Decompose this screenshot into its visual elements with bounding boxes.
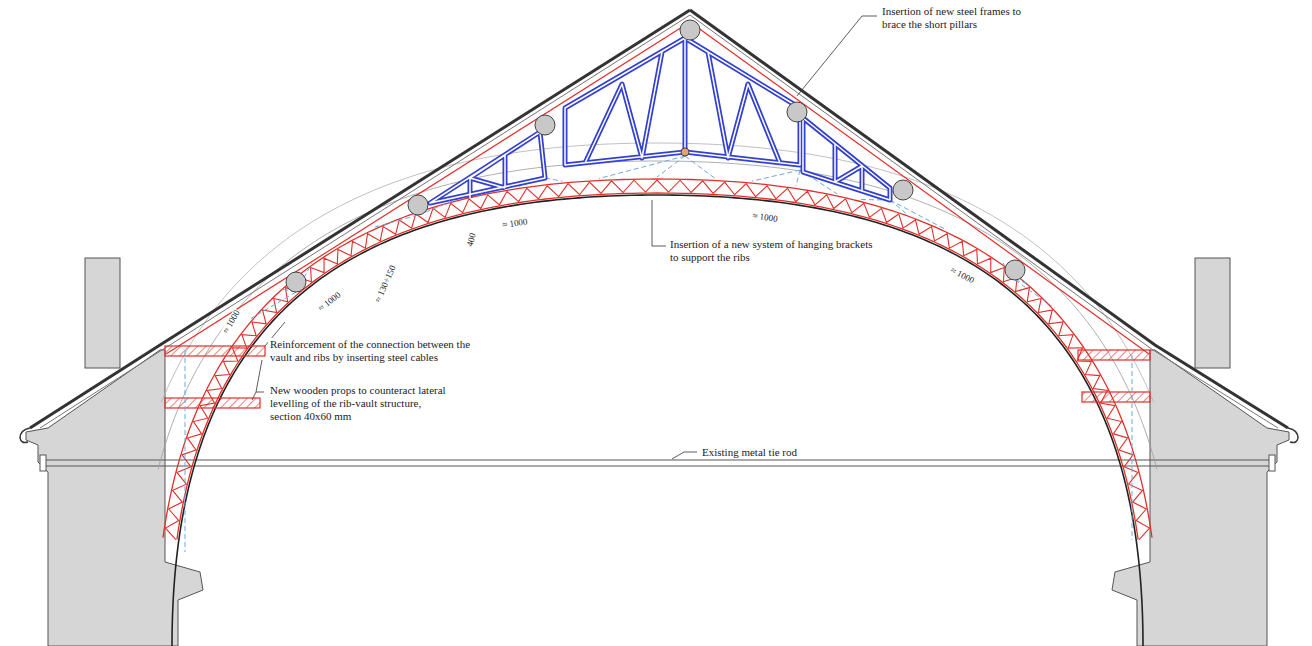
steel-frame <box>803 118 890 200</box>
dimension-label: ≈ 1000 <box>948 265 977 287</box>
leader-line <box>672 452 697 459</box>
hanger-line <box>890 200 947 230</box>
hanger-line <box>1132 355 1133 540</box>
masonry-wall <box>1195 258 1230 368</box>
hanger-line <box>374 215 418 227</box>
tie-rod <box>40 455 46 471</box>
annotation-note: Reinforcement of the connection between … <box>268 338 487 364</box>
annotation-note: Insertion of a new system of hanging bra… <box>668 238 877 264</box>
purlin-section <box>286 20 1025 292</box>
rib-outline <box>158 161 1157 469</box>
hanger-line <box>796 170 800 186</box>
masonry-wall <box>85 258 120 368</box>
wooden-prop <box>1082 392 1150 402</box>
steel-frame <box>565 38 800 165</box>
steel-frame <box>430 132 545 203</box>
masonry-wall <box>26 350 203 646</box>
leader-line <box>252 16 877 459</box>
hanger-line <box>545 178 562 181</box>
roof-structure <box>690 10 1288 428</box>
wooden-prop <box>1078 350 1150 360</box>
cable-band <box>177 193 1138 540</box>
vault-intrados <box>172 195 1143 646</box>
roof-structure <box>690 15 1278 428</box>
hanger-line <box>251 292 296 318</box>
annotation-note: Existing metal tie rod <box>700 446 799 459</box>
hanger-line <box>657 156 685 177</box>
purlin-section <box>1005 260 1025 280</box>
tie-rod <box>1269 455 1275 471</box>
cable-band <box>163 179 1152 538</box>
roof-structure <box>166 22 690 354</box>
steel-frame <box>430 38 890 203</box>
purlin-section <box>535 115 555 135</box>
tie-rod <box>45 460 1272 461</box>
purlin-section <box>680 20 700 40</box>
hanging-bracket <box>185 156 1132 552</box>
dimension-label: ≈ 1000 <box>501 217 529 231</box>
hanger-line <box>685 156 715 178</box>
leader-line <box>797 16 877 96</box>
leader-line <box>252 392 256 400</box>
roof-structure <box>1288 428 1298 443</box>
steel-frame <box>430 132 545 203</box>
roof-structure <box>690 22 1149 354</box>
purlin-section <box>787 102 807 122</box>
roof-structure <box>20 10 1298 443</box>
annotation-note: Insertion of new steel frames to brace t… <box>880 5 1049 31</box>
annotation-note: New wooden props to counteract lateral l… <box>268 384 452 424</box>
dimension-label: ≈ 130÷150 <box>373 263 399 305</box>
purlin-section <box>286 272 306 292</box>
steel-frame <box>565 38 800 165</box>
steel-frame <box>430 38 890 203</box>
roof-structure <box>30 10 690 428</box>
tie-rod <box>40 455 1275 471</box>
hanger-line <box>890 200 906 213</box>
rib-outline <box>161 143 1153 402</box>
purlin-section <box>893 180 913 200</box>
purlin-section <box>681 148 689 156</box>
steel-frame <box>803 118 890 200</box>
dimension-label: ≈ 1000 <box>221 308 243 337</box>
wooden-prop <box>165 346 265 356</box>
purlin-section <box>408 195 428 215</box>
dimension-label: ≈ 1000 <box>751 211 779 225</box>
wooden-prop <box>165 398 260 408</box>
steel-frame <box>430 38 890 203</box>
rib-vault <box>158 143 1157 646</box>
dimension-label: 400 <box>465 231 479 249</box>
leader-line <box>652 200 666 246</box>
leader-line <box>256 360 264 392</box>
hanger-line <box>1015 280 1055 308</box>
masonry-wall <box>1112 258 1289 646</box>
hanger-line <box>185 350 186 552</box>
roof-structure <box>40 15 690 428</box>
dimension-label: ≈ 1000 <box>316 290 344 315</box>
tie-rod <box>45 466 1272 467</box>
roof-structure <box>20 428 30 443</box>
hanger-line <box>752 170 800 181</box>
